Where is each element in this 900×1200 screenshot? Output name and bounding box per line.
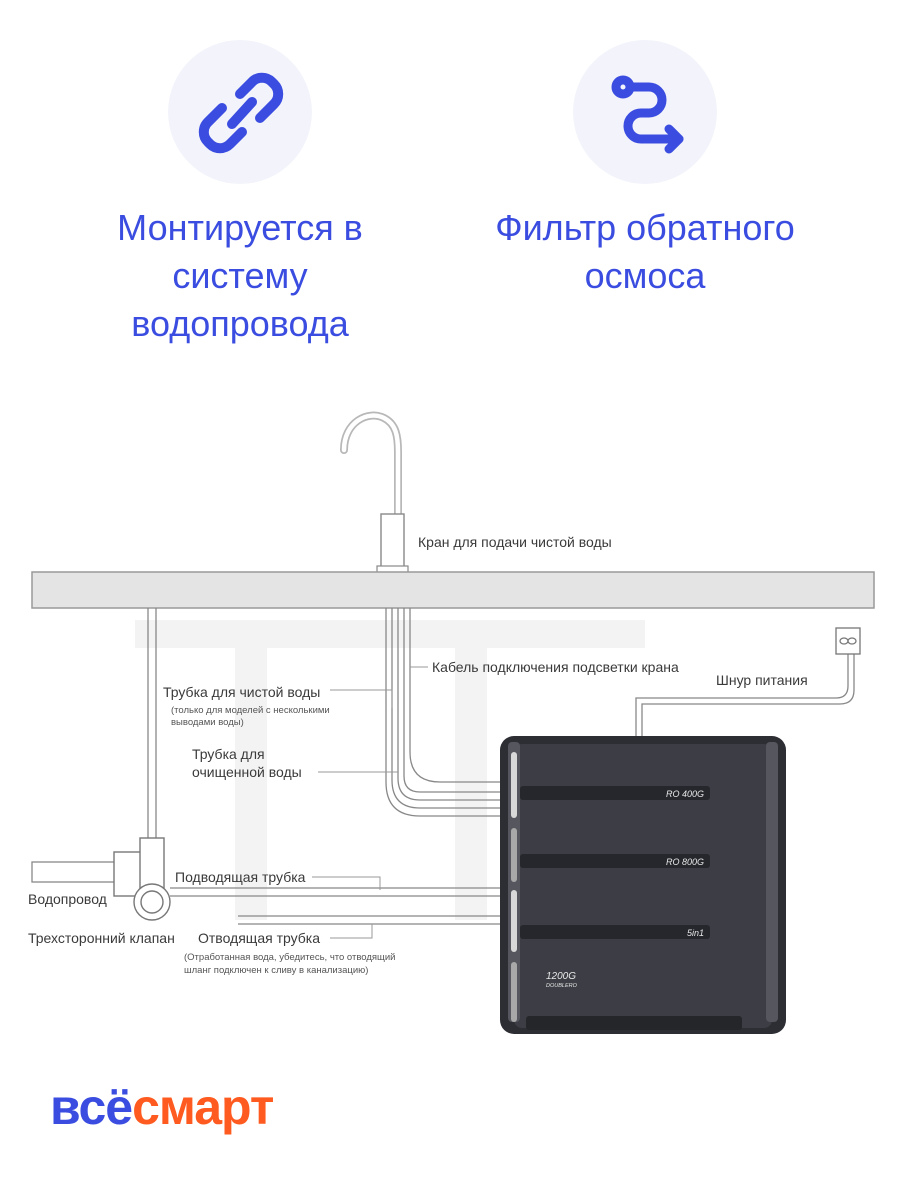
feature-ro-filter: Фильтр обратного осмоса xyxy=(460,40,830,300)
watermark-logo xyxy=(135,620,645,920)
label-drain-tube: Отводящая трубка xyxy=(198,930,320,946)
label-purified-tube: Трубка для xyxy=(192,746,265,762)
faucet xyxy=(340,411,409,575)
feature-icon-circle xyxy=(168,40,312,184)
label-inlet-tube: Подводящая трубка xyxy=(175,869,306,885)
feature-caption: Монтируется в систему водопровода xyxy=(117,207,363,344)
brand-logo-part1: всё xyxy=(50,1079,133,1135)
link-icon xyxy=(198,72,284,154)
feature-mounting: Монтируется в систему водопровода xyxy=(80,40,400,348)
route-icon xyxy=(611,75,684,154)
device-badge: 1200G xyxy=(546,971,576,982)
label-power-cord: Шнур питания xyxy=(716,672,808,688)
label-three-way-valve: Трехсторонний клапан xyxy=(28,930,175,946)
device-label-ro400: RO 400G xyxy=(666,789,704,799)
three-way-valve xyxy=(113,837,171,921)
device-label-5in1: 5in1 xyxy=(687,928,704,938)
label-cable: Кабель подключения подсветки крана xyxy=(432,659,679,675)
label-drain-note: (Отработанная вода, убедитесь, что отвод… xyxy=(184,952,396,963)
ro-filter-device: RO 400G RO 800G 5in1 1200G DOUBLERO xyxy=(500,736,786,1034)
label-purified-tube: очищенной воды xyxy=(192,764,302,780)
label-clean-tube-note: выводами воды) xyxy=(171,717,244,728)
device-badge-sub: DOUBLERO xyxy=(546,983,578,989)
device-label-ro800: RO 800G xyxy=(666,857,704,867)
brand-logo: всёсмарт xyxy=(50,1078,274,1136)
label-drain-note: шланг подключен к сливу в канализацию) xyxy=(184,965,368,976)
diagram-labels: Кран для подачи чистой воды Кабель подкл… xyxy=(28,534,808,976)
countertop xyxy=(31,571,875,609)
label-water-supply: Водопровод xyxy=(28,891,107,907)
tubes xyxy=(31,608,855,925)
installation-diagram: RO 400G RO 800G 5in1 1200G DOUBLERO Кран… xyxy=(28,411,875,1034)
feature-icon-circle xyxy=(573,40,717,184)
feature-caption: Фильтр обратного осмоса xyxy=(495,207,795,296)
brand-logo-part2: смарт xyxy=(132,1079,274,1135)
label-clean-tube-note: (только для моделей с несколькими xyxy=(171,705,330,716)
label-clean-tube: Трубка для чистой воды xyxy=(163,684,320,700)
power-socket xyxy=(835,627,861,655)
label-faucet: Кран для подачи чистой воды xyxy=(418,534,612,550)
leader-lines xyxy=(312,666,428,939)
